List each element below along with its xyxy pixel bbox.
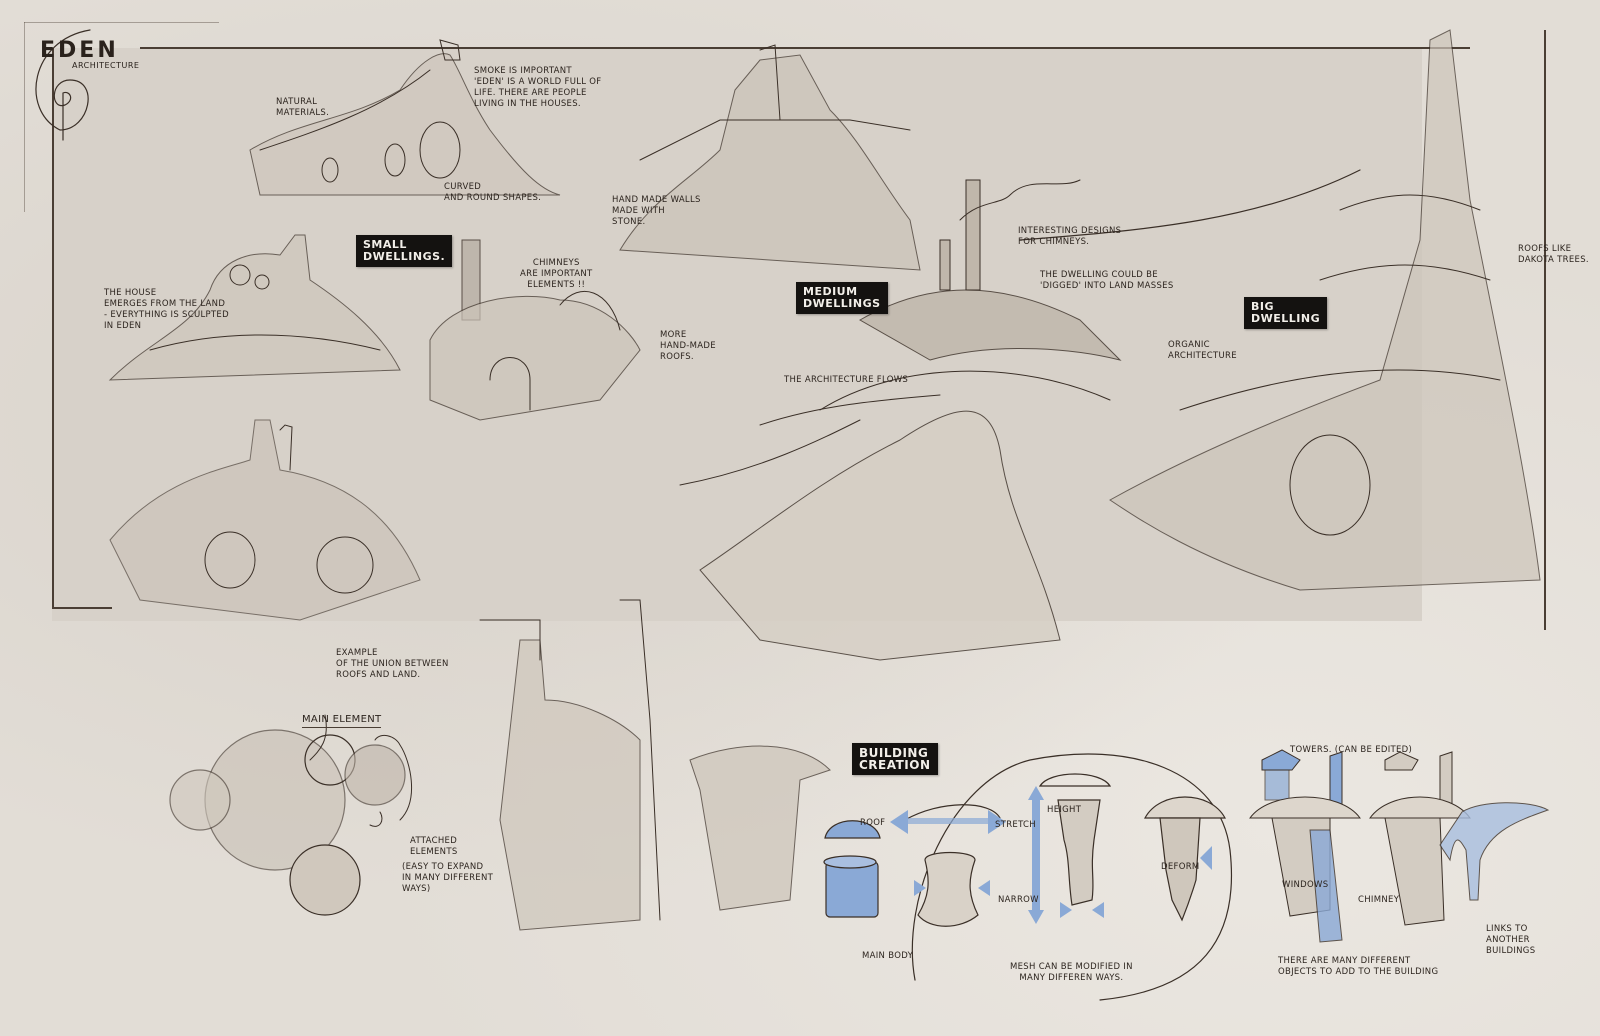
logo: EDEN Architecture (40, 38, 139, 70)
tag-building-creation: BUILDING CREATION (852, 743, 938, 775)
spiral-icon (35, 29, 91, 141)
frame-bottom-line (52, 607, 112, 609)
note-attached-elements: Attached elements (410, 836, 458, 857)
frame-left-line (52, 48, 54, 608)
note-architecture-flows: The architecture flows (784, 375, 909, 385)
bottom-tower-sketch (479, 599, 831, 931)
note-interesting-chimneys: Interesting designs for chimneys. (1018, 226, 1122, 247)
flow-arrow-left (759, 394, 941, 426)
label-height: Height (1047, 805, 1082, 815)
small-dwelling-sketch-top (249, 39, 561, 196)
note-curved-round: Curved and round shapes. (444, 182, 542, 203)
roofs-land-union-sketch (109, 419, 421, 621)
medium-dwelling-sketch (699, 179, 1122, 661)
note-union-roofs-land: Example of the union between roofs and l… (336, 648, 449, 680)
label-deform: Deform (1161, 862, 1200, 872)
label-windows: Windows (1282, 880, 1329, 890)
note-handmade-walls: Hand made walls made with stone. (612, 195, 701, 227)
attached-arrow (369, 811, 383, 827)
label-towers: Towers. (can be edited) (1290, 745, 1413, 755)
big-dwelling-sketch (1109, 29, 1541, 591)
logo-subtitle: Architecture (72, 61, 140, 70)
tag-big-dwelling: BIG DWELLING (1244, 297, 1328, 329)
main-element-arrow (309, 714, 327, 761)
chimney-house-sketch (429, 239, 641, 421)
note-more-handmade-roofs: More hand-made roofs. (660, 330, 716, 362)
note-main-element: Main Element (302, 714, 382, 728)
label-main-body: Main body (862, 951, 914, 961)
main-element-sketch (169, 729, 406, 916)
logo-title: EDEN (40, 38, 119, 63)
note-smoke-important: Smoke is important 'Eden' is a world ful… (474, 66, 602, 109)
note-chimneys-important: Chimneys are important elements !! (520, 258, 593, 290)
tag-small-dwellings: SMALL DWELLINGS. (356, 235, 453, 267)
note-natural-materials: Natural materials. (276, 97, 330, 118)
tag-medium-dwellings: MEDIUM DWELLINGS (796, 282, 888, 314)
note-roofs-dakota: Roofs like dakota trees. (1518, 244, 1589, 265)
label-mesh-note: Mesh can be modified in many differen wa… (1010, 962, 1133, 983)
small-dwelling-sketch-left (108, 234, 401, 381)
corner-box-top (24, 22, 219, 23)
stone-castle-sketch (619, 44, 921, 271)
corner-box (24, 22, 25, 212)
tower-variants (1249, 749, 1550, 943)
note-organic-architecture: Organic architecture (1168, 340, 1237, 361)
flow-arrow-top (1019, 169, 1361, 241)
label-stretch: Stretch (995, 820, 1036, 830)
note-easy-expand: (Easy to expand in many different ways) (402, 862, 494, 894)
label-links: Links to another buildings (1486, 924, 1536, 956)
note-house-emerges: The house emerges from the land - everyt… (104, 288, 229, 331)
note-digged-dwelling: The dwelling could be 'digged' into land… (1040, 270, 1174, 291)
label-roof: Roof (860, 818, 886, 828)
frame-right-line (1544, 30, 1546, 630)
frame-top-line (140, 47, 1470, 49)
attached-arrow-2 (374, 734, 413, 821)
label-objects-note: There are many different objects to add … (1278, 956, 1439, 977)
label-chimney: Chimney (1358, 895, 1400, 905)
building-creation-diagrams (823, 753, 1232, 1001)
label-narrow: Narrow (998, 895, 1039, 905)
flow-arrow-left-2 (679, 419, 861, 486)
